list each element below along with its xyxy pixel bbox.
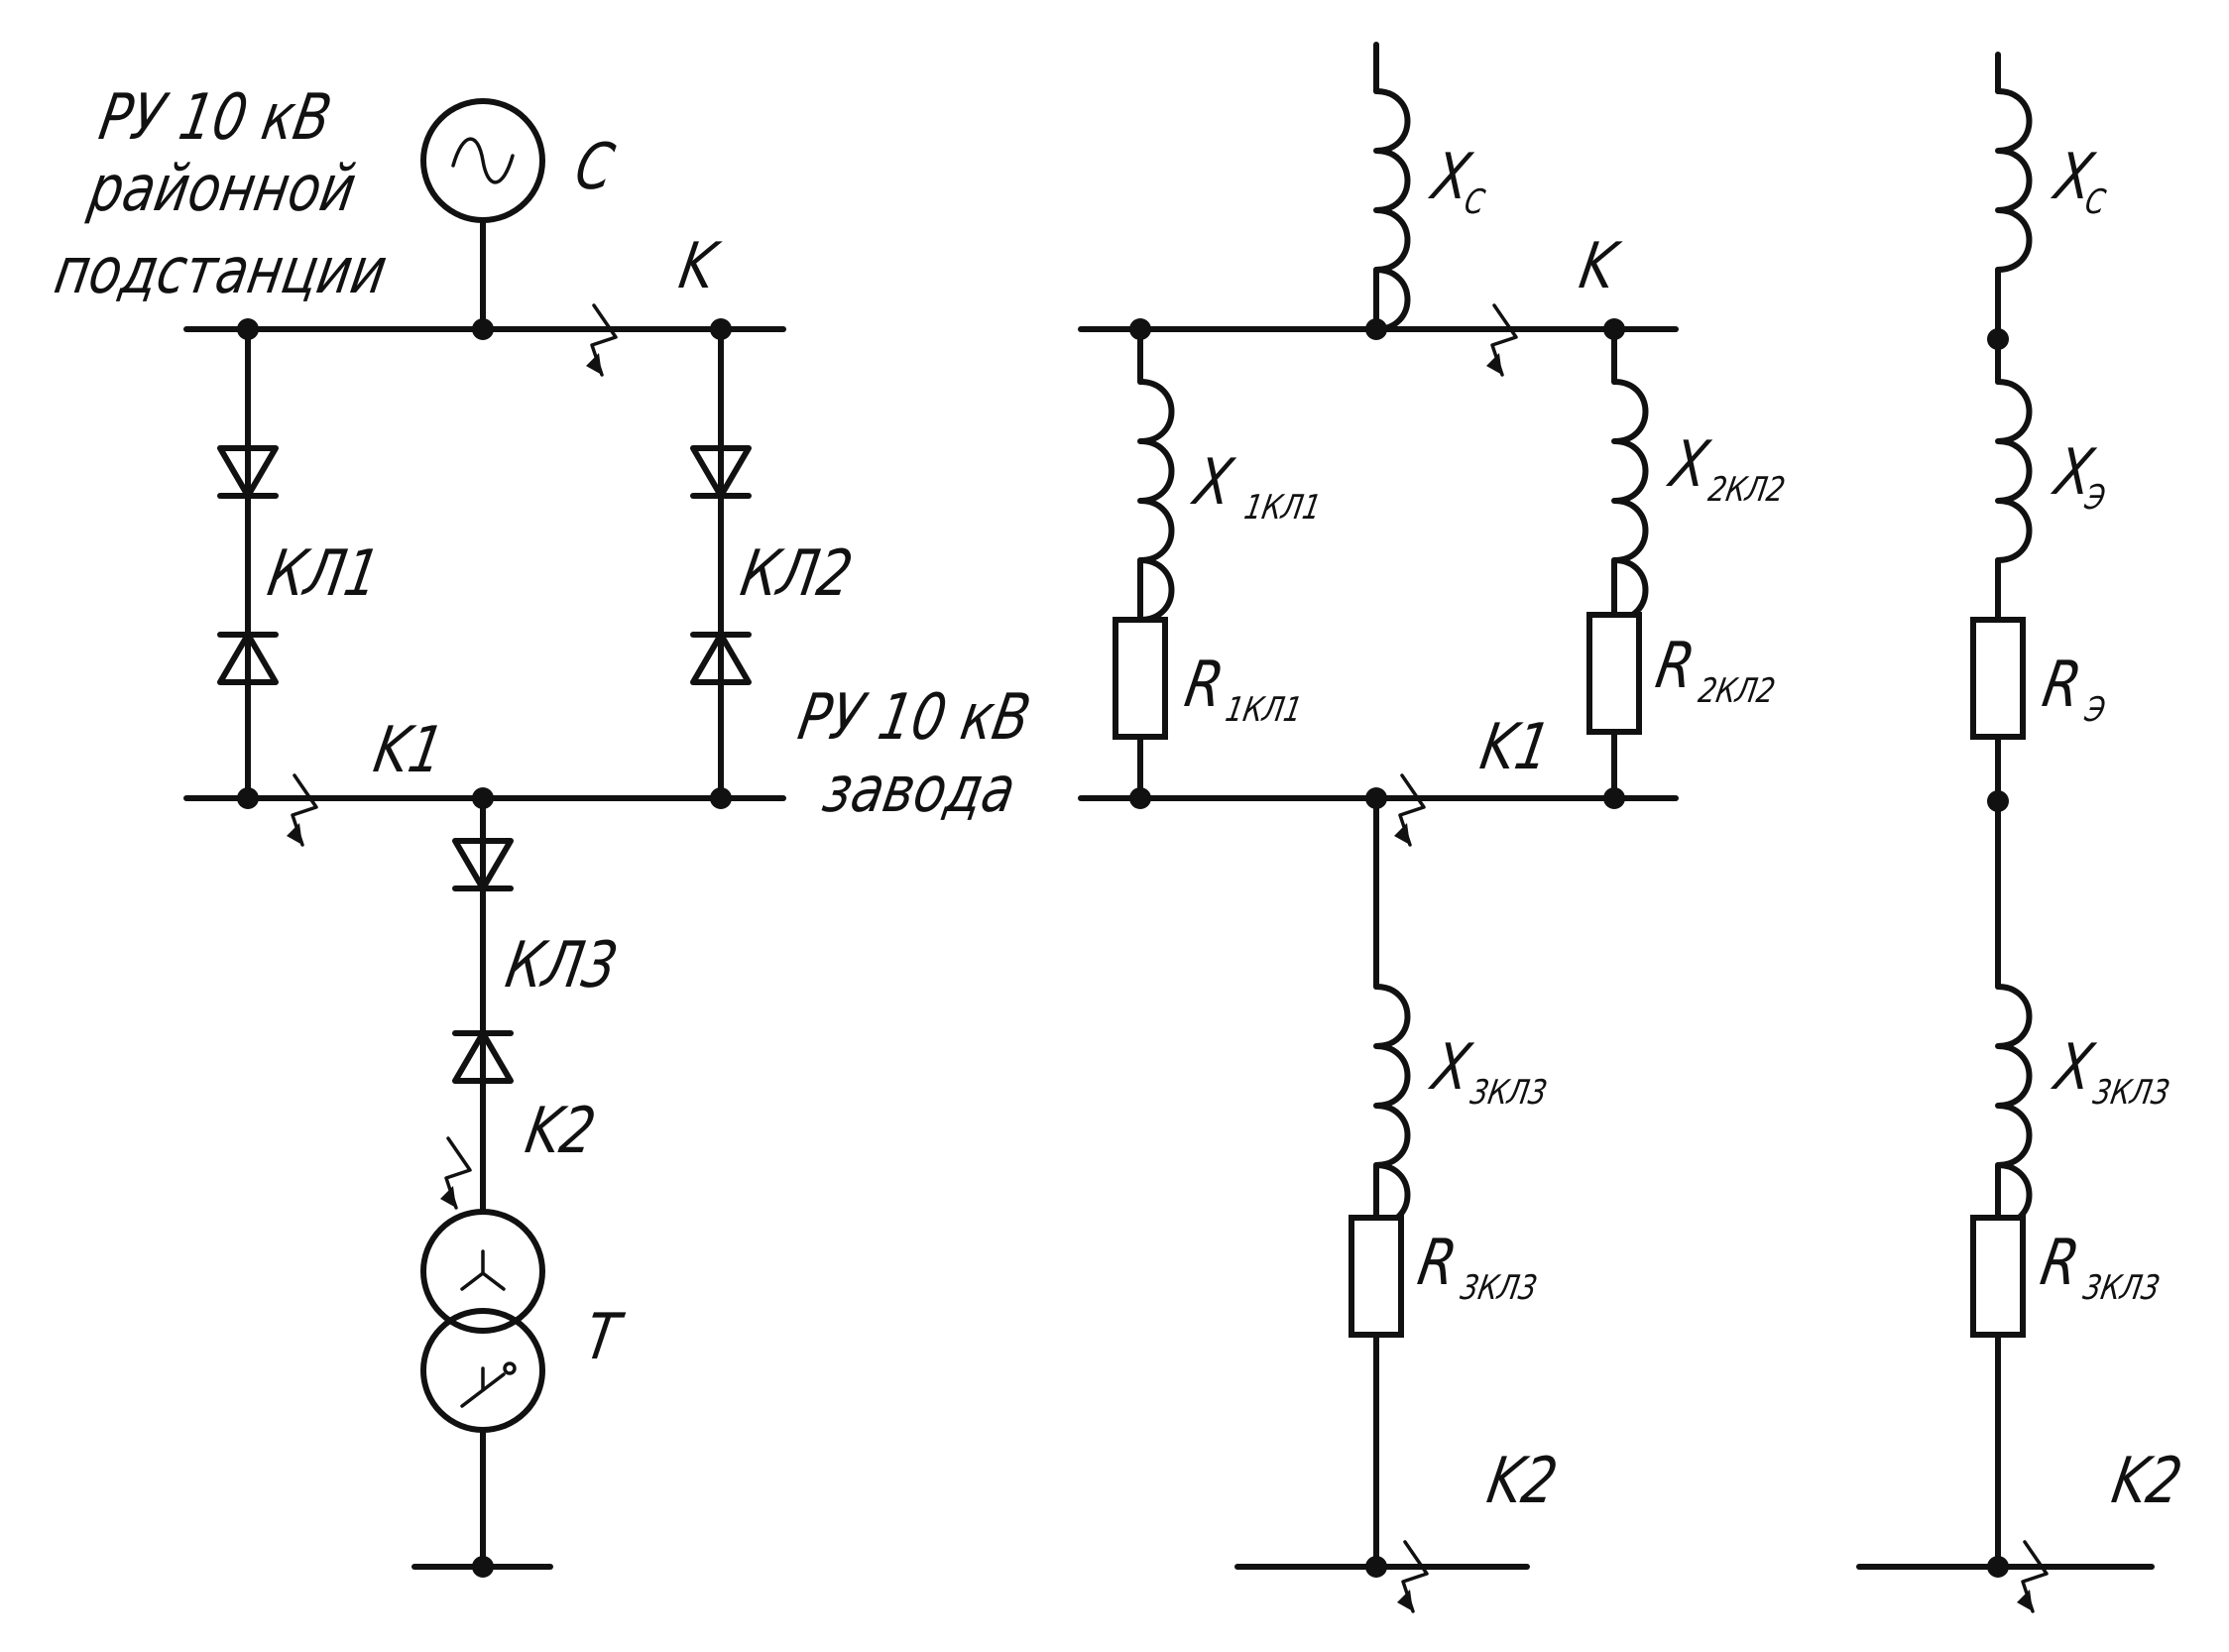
inductor-x3-icon — [1376, 987, 1408, 1225]
r3-label: R — [1413, 1225, 1463, 1299]
x3-label: X — [1425, 1029, 1477, 1104]
x1-label-sub: 1КЛ1 — [1241, 489, 1324, 528]
resistor-r3-icon — [1970, 1215, 2026, 1338]
ru-substation-label-line1: РУ 10 кВ — [94, 79, 337, 154]
fault-k1-label: K1 — [369, 712, 449, 786]
resistor-r3-icon — [1349, 1215, 1404, 1338]
simplified-circuit-scheme: X С X Э R Э X 3КЛ3 R 3КЛ3 K2 — [1856, 52, 2187, 1613]
resistor-re-icon — [1970, 617, 2026, 740]
fault-k2-icon — [438, 1136, 472, 1210]
fault-k-icon — [584, 303, 618, 377]
inductor-xc-icon — [1376, 91, 1408, 329]
node — [1987, 790, 2009, 812]
fault-k-label: K — [1575, 228, 1625, 302]
grounded-wye-winding-icon — [460, 1366, 506, 1408]
transformer-label: Т — [580, 1299, 629, 1373]
cable-end-top-icon — [217, 445, 279, 499]
bus-node — [237, 787, 259, 809]
x1-label: X — [1187, 444, 1239, 519]
neutral-ground-icon — [503, 1361, 517, 1375]
x2-label-sub: 2КЛ2 — [1705, 471, 1788, 510]
wye-winding-icon — [460, 1249, 506, 1291]
ru-plant-label-line1: РУ 10 кВ — [793, 679, 1036, 754]
bus-node — [1365, 318, 1387, 340]
ru-plant-label-line2: завода — [818, 752, 1021, 826]
inductor-xc-icon — [1998, 91, 2030, 270]
r3-label-sub: 3КЛ3 — [2080, 1269, 2163, 1308]
fault-k2-label: K2 — [521, 1093, 601, 1167]
fault-k2-label: K2 — [2107, 1443, 2187, 1517]
inductor-x1-icon — [1140, 382, 1172, 620]
bus-node — [1365, 1556, 1387, 1578]
fault-k-label: K — [674, 228, 725, 302]
ru-substation-label-line2: районной — [83, 151, 362, 225]
inductor-x3-icon — [1998, 987, 2030, 1225]
x2-label: X — [1663, 426, 1715, 501]
fault-k1-label: K1 — [1475, 709, 1556, 783]
x3-label: X — [2048, 1029, 2100, 1104]
r2-label: R — [1651, 628, 1701, 702]
bus-node — [710, 787, 732, 809]
re-label-sub: Э — [2081, 691, 2108, 730]
x3-label-sub: 3КЛ3 — [2090, 1074, 2172, 1113]
cable-end-top-icon — [690, 445, 752, 499]
inductor-xe-icon — [1998, 382, 2030, 560]
cable-kl3-label: КЛ3 — [501, 927, 623, 1002]
equivalent-circuit-scheme: X С K X 1КЛ1 R 1КЛ1 X 2КЛ2 R 2КЛ2 K1 — [1078, 42, 1788, 1613]
single-line-scheme: РУ 10 кВ районной подстанции С K КЛ1 КЛ2 — [50, 79, 1036, 1578]
r3-label-sub: 3КЛ3 — [1458, 1269, 1540, 1308]
cable-end-bottom-icon — [217, 632, 279, 685]
fault-k2-label: K2 — [1482, 1443, 1563, 1517]
cable-kl1-label: КЛ1 — [263, 535, 385, 610]
sine-wave-icon — [451, 137, 515, 184]
fault-k-icon — [1484, 303, 1518, 377]
resistor-r1-icon — [1113, 617, 1168, 740]
fault-k2-icon — [1395, 1540, 1429, 1613]
cable-end-bottom-icon — [690, 632, 752, 685]
source-label: С — [570, 129, 621, 203]
x3-label-sub: 3КЛ3 — [1467, 1074, 1550, 1113]
bus-node — [1603, 787, 1625, 809]
transformer-primary-icon — [420, 1209, 545, 1334]
fault-k1-icon — [285, 773, 318, 847]
cable-end-bottom-icon — [452, 1030, 514, 1084]
resistor-r2-icon — [1586, 612, 1642, 735]
inductor-x2-icon — [1614, 382, 1646, 620]
ru-substation-label-line3: подстанции — [50, 233, 393, 307]
r2-label-sub: 2КЛ2 — [1696, 672, 1778, 711]
cable-end-top-icon — [452, 838, 514, 891]
r3-label: R — [2036, 1225, 2085, 1299]
bus-node — [1129, 787, 1151, 809]
r1-label-sub: 1КЛ1 — [1223, 691, 1305, 730]
re-label: R — [2038, 647, 2087, 721]
cable-kl2-label: КЛ2 — [736, 535, 858, 610]
bus-node — [472, 1556, 494, 1578]
r1-label: R — [1180, 647, 1230, 721]
fault-k1-icon — [1392, 773, 1426, 847]
fault-k2-icon — [2015, 1540, 2049, 1613]
bus-node — [472, 318, 494, 340]
bus-node — [1987, 1556, 2009, 1578]
